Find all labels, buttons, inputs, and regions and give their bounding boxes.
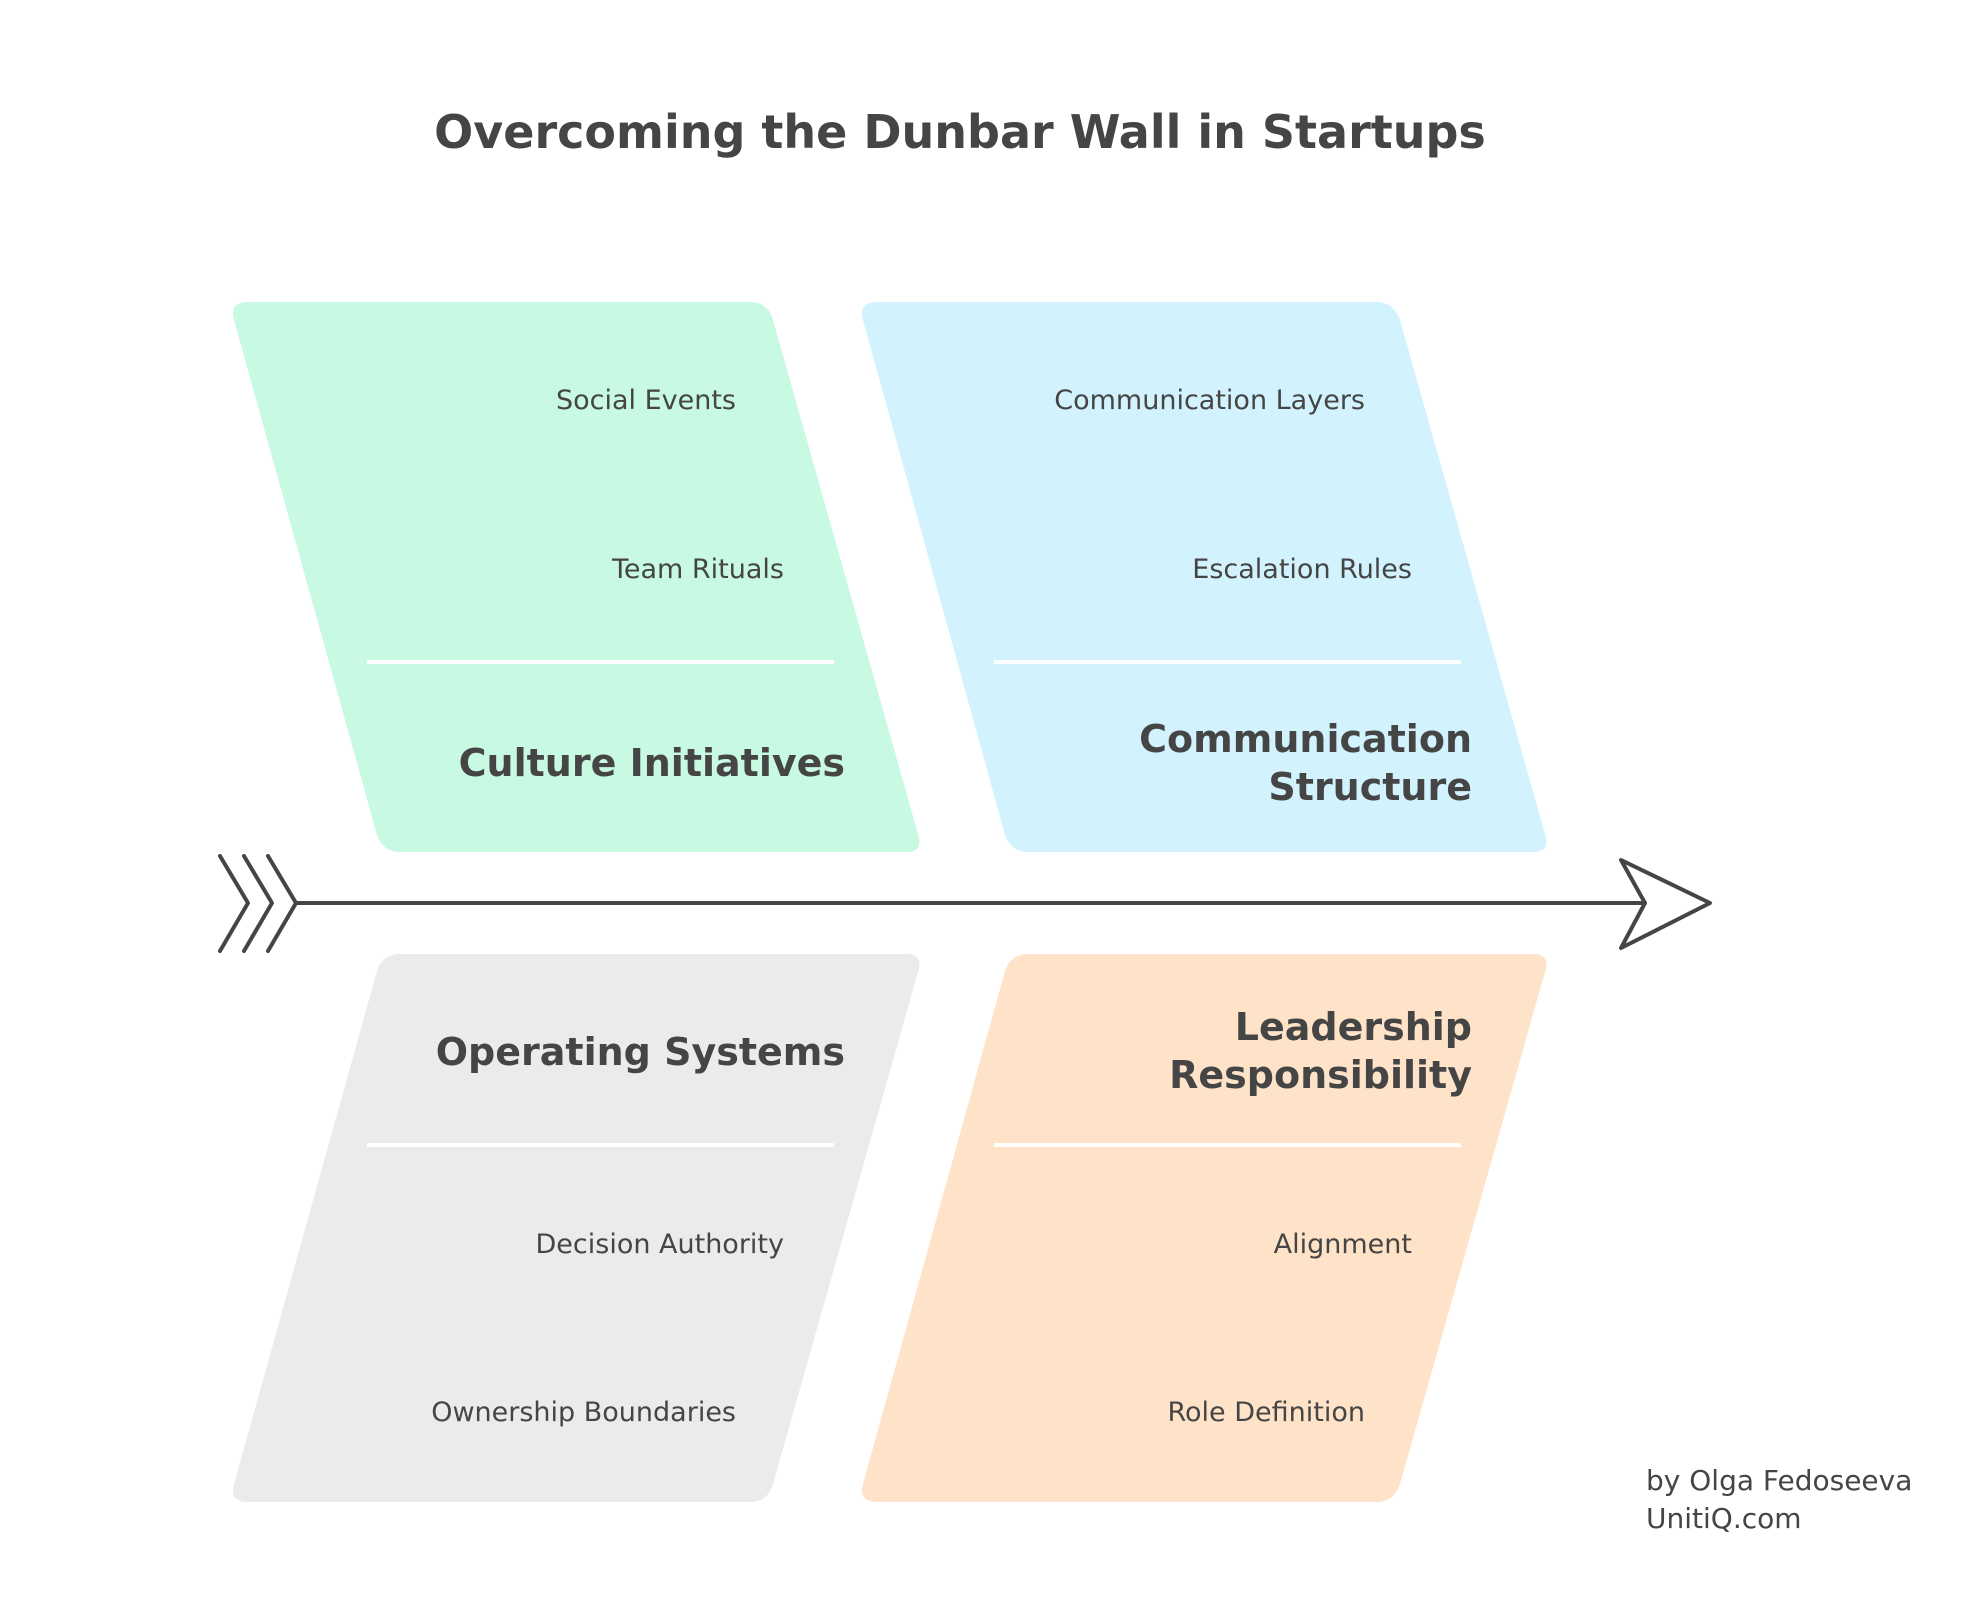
category-panel-culture: Social Events Team Rituals Culture Initi… [232,302,920,852]
category-panel-leadership: Leadership Responsibility Alignment Role… [862,954,1547,1502]
category-label-leadership-line2: Responsibility [1169,1053,1472,1097]
item-alignment: Alignment [1274,1229,1412,1260]
category-label-communication-line2: Structure [1268,765,1472,809]
item-ownership-boundaries: Ownership Boundaries [431,1397,736,1428]
diagram-title: Overcoming the Dunbar Wall in Startups [434,105,1486,159]
category-label-culture: Culture Initiatives [459,741,845,785]
item-escalation-rules: Escalation Rules [1192,554,1412,585]
panel-shape [862,954,1547,1502]
item-social-events: Social Events [556,385,736,416]
item-communication-layers: Communication Layers [1054,385,1365,416]
item-decision-authority: Decision Authority [536,1229,785,1260]
category-label-leadership-line1: Leadership [1235,1005,1472,1049]
category-panel-operating: Operating Systems Decision Authority Own… [232,954,920,1502]
tail-chevron [242,854,274,953]
category-label-operating: Operating Systems [436,1030,845,1074]
panel-shape [862,302,1547,852]
item-team-rituals: Team Rituals [611,554,784,585]
arrow-head [1619,858,1712,950]
item-role-definition: Role Definition [1167,1397,1365,1428]
category-panel-communication: Communication Layers Escalation Rules Co… [862,302,1547,852]
credit-author: by Olga Fedoseeva [1646,1464,1912,1497]
credit-site: UnitiQ.com [1646,1502,1802,1535]
tail-chevron [266,854,298,953]
panel-shape [232,302,920,852]
panel-shape [232,954,920,1502]
category-label-communication-line1: Communication [1139,717,1472,761]
tail-chevron [218,854,250,953]
fishbone-spine [218,854,1712,953]
